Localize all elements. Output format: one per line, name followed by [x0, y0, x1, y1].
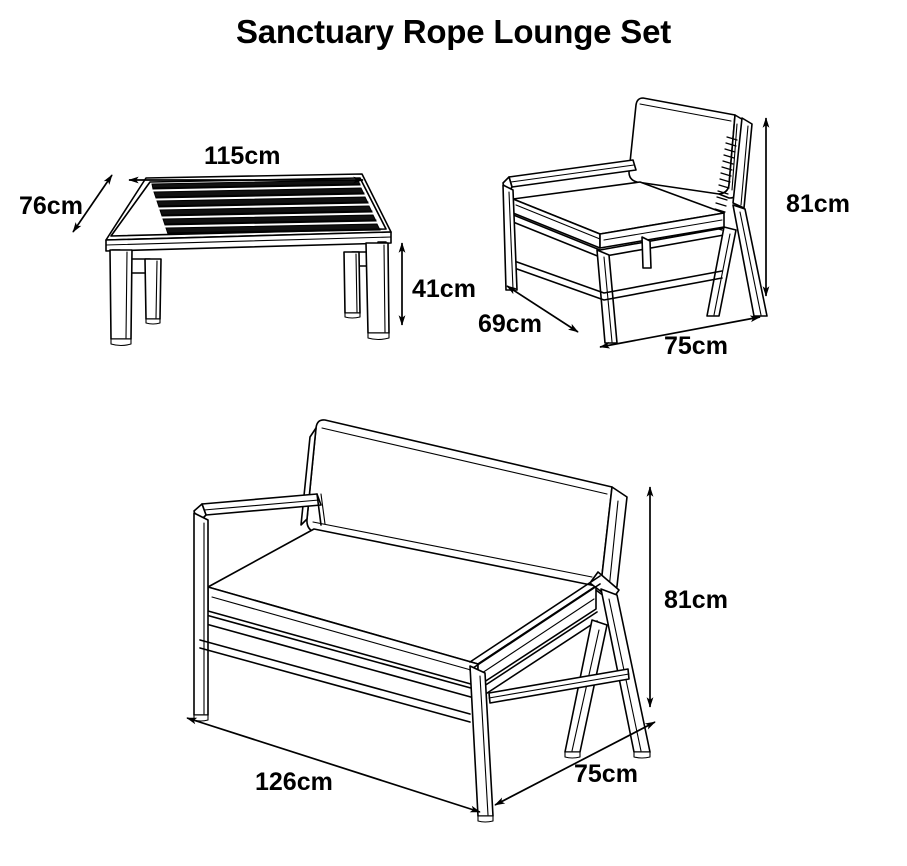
dim-label-sofa-height: 81cm — [664, 586, 728, 614]
chair-back-cushion — [628, 97, 746, 199]
dim-line-chair-width — [599, 315, 761, 349]
page-title: Sanctuary Rope Lounge Set — [235, 13, 672, 50]
sofa-left-arm — [193, 493, 326, 526]
table-top — [105, 173, 392, 252]
dim-label-chair-width: 75cm — [664, 332, 728, 360]
table-dimension-lines — [72, 174, 406, 326]
dim-line-table-depth — [72, 174, 113, 233]
dim-label-chair-depth: 69cm — [478, 310, 542, 338]
sofa-drawing — [193, 419, 651, 823]
sofa-seat-cushion — [207, 528, 597, 687]
coffee-table-drawing — [105, 173, 392, 347]
dim-label-table-width: 115cm — [204, 142, 281, 170]
dim-label-table-height: 41cm — [412, 275, 476, 303]
table-slats — [151, 179, 381, 235]
sofa-stretcher — [488, 668, 630, 704]
chair-dimension-lines — [506, 117, 770, 349]
armchair-drawing — [502, 97, 768, 344]
chair-seat-cushion — [512, 181, 725, 249]
dim-line-sofa-width — [186, 717, 481, 813]
sofa-dimension-lines — [186, 486, 656, 813]
dim-label-chair-height: 81cm — [786, 190, 850, 218]
dim-label-sofa-depth: 75cm — [574, 760, 638, 788]
table-legs — [109, 242, 390, 347]
dim-label-table-depth: 76cm — [19, 192, 83, 220]
dim-label-sofa-width: 126cm — [255, 768, 333, 796]
dim-line-chair-depth — [506, 285, 579, 333]
dim-line-sofa-depth — [494, 721, 656, 806]
sofa-left-stretcher — [199, 639, 471, 723]
chair-stretcher — [516, 261, 723, 301]
